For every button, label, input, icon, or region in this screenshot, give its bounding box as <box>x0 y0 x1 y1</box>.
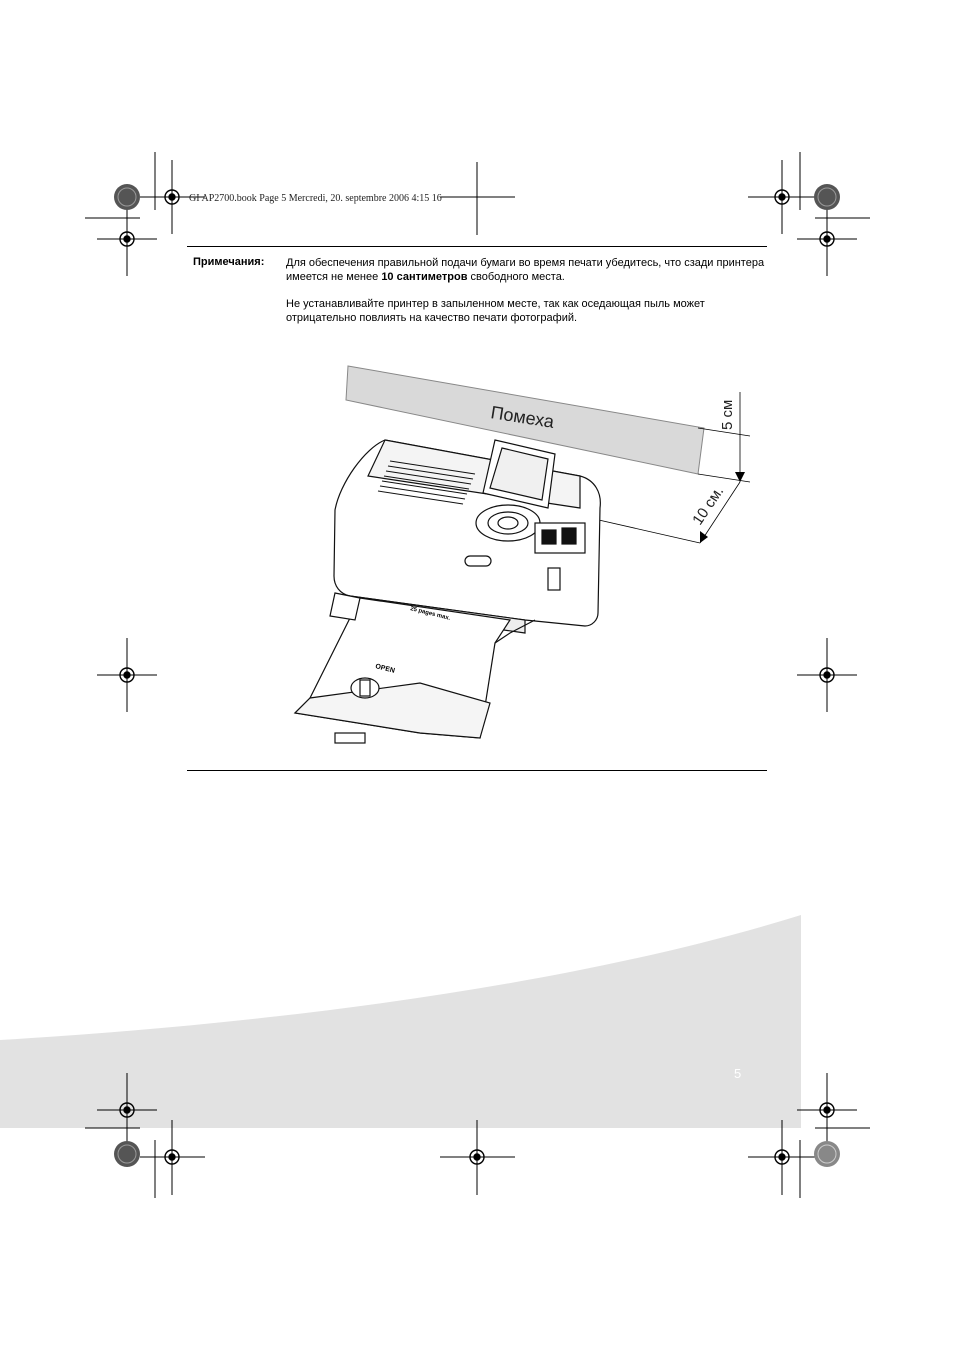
gap-small-label: 5 см <box>719 400 736 430</box>
bottom-rule <box>187 770 767 771</box>
printer-illustration <box>293 439 601 744</box>
page-number: 5 <box>734 1066 742 1081</box>
note-2: Не устанавливайте принтер в запыленном м… <box>286 298 705 324</box>
note-1: Для обеспечения правильной подачи бумаги… <box>286 256 771 284</box>
note-1-text-end: свободного места. <box>467 271 565 283</box>
printer-clearance-figure: Помеха 5 см 10 см. <box>293 365 750 744</box>
note-1-bold: 10 сантиметров <box>381 271 468 283</box>
book-header: GI AP2700.book Page 5 Mercredi, 20. sept… <box>189 193 442 204</box>
notes-label: Примечания: <box>193 256 265 268</box>
gap-large-label: 10 см. <box>689 483 727 528</box>
tray-open-label: OPEN <box>375 663 396 675</box>
note-1-text: Для обеспечения правильной подачи бумаги… <box>286 257 765 283</box>
top-rule <box>187 246 767 247</box>
